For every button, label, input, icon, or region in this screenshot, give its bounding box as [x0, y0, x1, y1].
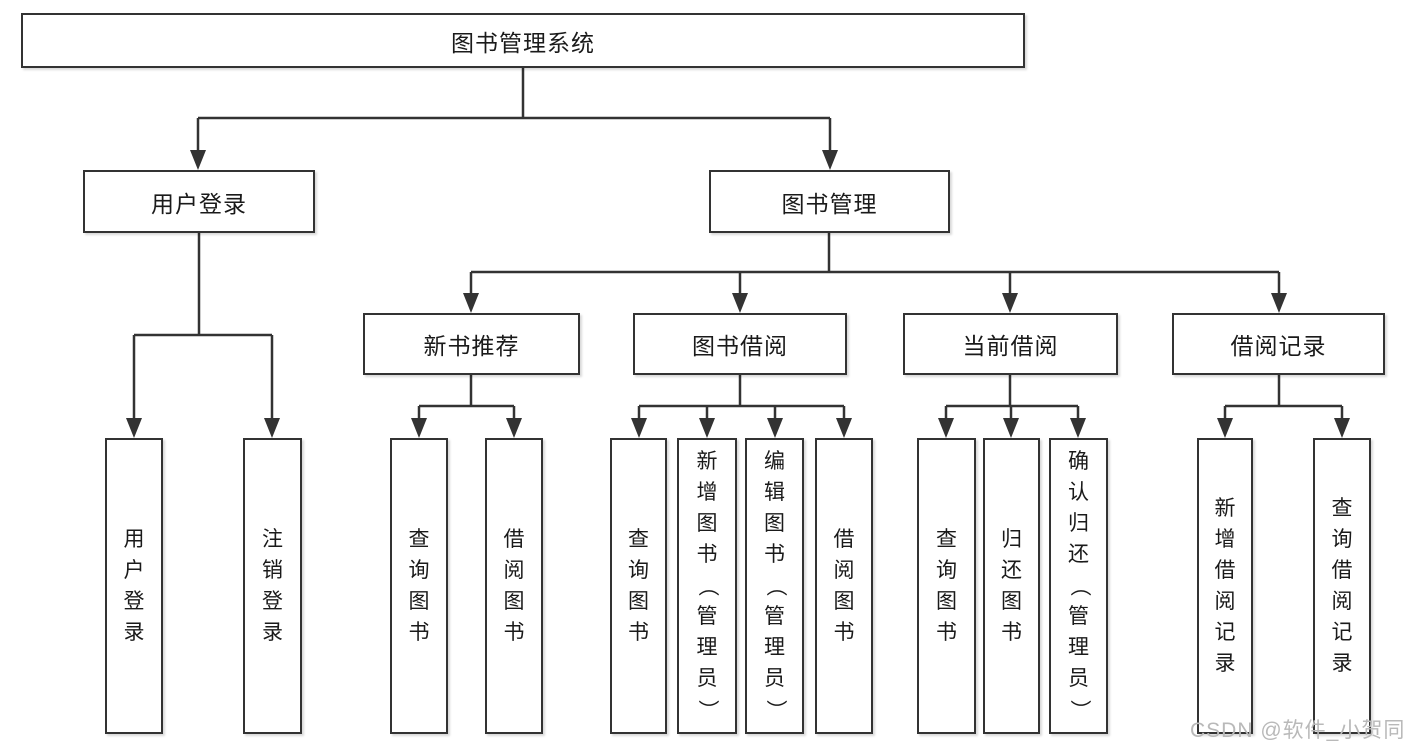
- leaf-logout: 注销登录: [243, 438, 302, 734]
- node-book-borrowing: 图书借阅: [633, 313, 847, 375]
- node-book-management: 图书管理: [709, 170, 950, 233]
- leaf-borrow-books: 借阅图书: [815, 438, 873, 734]
- leaf-add-books-admin: 新增图书（管理员）: [677, 438, 737, 734]
- node-user-login: 用户登录: [83, 170, 315, 233]
- leaf-query-books-recommend: 查询图书: [390, 438, 448, 734]
- leaf-query-books-borrowing: 查询图书: [610, 438, 667, 734]
- leaf-edit-books-admin: 编辑图书（管理员）: [745, 438, 804, 734]
- leaf-query-borrow-record: 查询借阅记录: [1313, 438, 1371, 734]
- leaf-query-books-current: 查询图书: [917, 438, 976, 734]
- leaf-confirm-return-admin: 确认归还（管理员）: [1049, 438, 1108, 734]
- arrowheads: [126, 150, 1350, 438]
- node-root: 图书管理系统: [21, 13, 1025, 68]
- connector-shafts: [132, 68, 1344, 424]
- leaf-borrow-books-recommend: 借阅图书: [485, 438, 543, 734]
- leaf-add-borrow-record: 新增借阅记录: [1197, 438, 1253, 734]
- node-borrow-records: 借阅记录: [1172, 313, 1385, 375]
- node-new-book-recommend: 新书推荐: [363, 313, 580, 375]
- node-current-borrowing: 当前借阅: [903, 313, 1118, 375]
- leaf-user-login: 用户登录: [105, 438, 163, 734]
- csdn-watermark: CSDN @软件_小贺同学: [1190, 719, 1405, 742]
- leaf-return-books: 归还图书: [983, 438, 1040, 734]
